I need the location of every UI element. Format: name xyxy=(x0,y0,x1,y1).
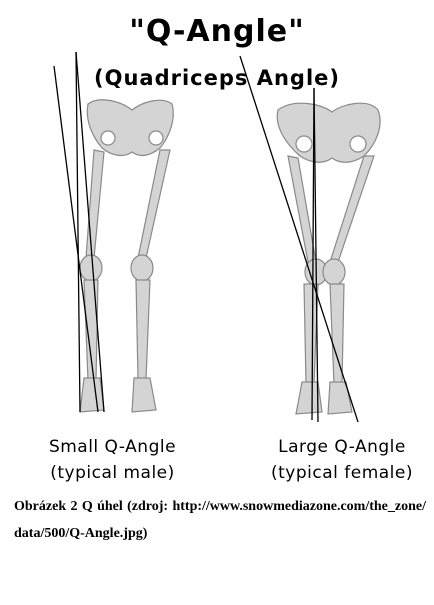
male-skeleton xyxy=(80,100,173,412)
female-right-tibia xyxy=(330,284,344,384)
male-patellar-tendon-line xyxy=(76,52,80,412)
male-right-tibia xyxy=(136,280,150,380)
male-pelvis xyxy=(87,100,173,156)
large-q-angle-label-line1: Large Q-Angle xyxy=(250,434,434,460)
male-left-tibia xyxy=(84,280,98,380)
small-q-angle-label-line2: (typical male) xyxy=(20,460,205,486)
female-right-femur xyxy=(330,156,374,262)
small-q-angle-label: Small Q-Angle (typical male) xyxy=(20,434,205,486)
male-right-foot xyxy=(132,378,156,412)
female-right-foot xyxy=(328,382,352,414)
large-q-angle-label: Large Q-Angle (typical female) xyxy=(250,434,434,486)
figure-caption: Obrázek 2 Q úhel (zdroj: http://www.snow… xyxy=(14,493,426,547)
male-right-femur xyxy=(138,150,170,258)
female-left-femur xyxy=(288,156,316,262)
male-left-femur xyxy=(86,150,104,258)
male-left-foot xyxy=(80,378,104,412)
large-q-angle-label-line2: (typical female) xyxy=(250,460,434,486)
female-pelvis xyxy=(277,103,380,162)
small-q-angle-label-line1: Small Q-Angle xyxy=(20,434,205,460)
female-skeleton xyxy=(277,103,380,414)
